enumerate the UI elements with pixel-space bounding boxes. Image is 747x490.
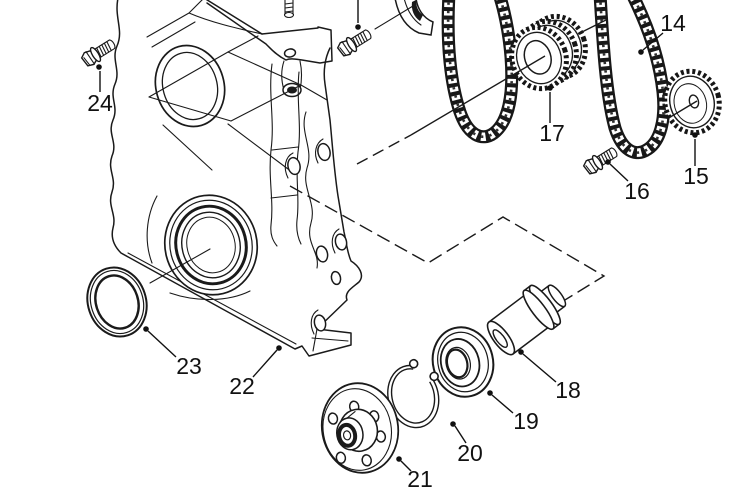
callout-23: 23 xyxy=(143,326,202,379)
idler-spacer-18 xyxy=(486,284,567,356)
sprocket-axis-lines xyxy=(356,19,698,165)
cover-bolt-holes xyxy=(284,138,348,335)
bracket-hole xyxy=(283,48,297,58)
callout-21: 21 xyxy=(396,456,433,490)
callout-label-19: 19 xyxy=(513,408,539,434)
chain-guide xyxy=(374,0,434,36)
callout-label-17: 17 xyxy=(539,120,565,146)
callout-19: 19 xyxy=(487,390,539,434)
timing-cover-22 xyxy=(109,0,363,357)
pulley-hub-21 xyxy=(320,382,400,474)
stud-top xyxy=(283,0,295,19)
callout-15: 15 xyxy=(683,132,709,189)
callout-16: 16 xyxy=(605,159,650,204)
callouts: 14 15 16 17 18 19 20 21 xyxy=(87,0,709,490)
callout-18: 18 xyxy=(518,349,581,403)
bolt-top-center xyxy=(335,25,375,60)
bolt-16 xyxy=(581,143,621,178)
callout-label-15: 15 xyxy=(683,163,709,189)
callout-20: 20 xyxy=(450,421,483,466)
callout-label-21: 21 xyxy=(407,466,433,490)
bolt-24 xyxy=(79,35,119,70)
timing-chain-14 xyxy=(593,0,671,160)
callout-14: 14 xyxy=(638,10,686,55)
bearing-19 xyxy=(431,326,495,398)
crankshaft-sprocket-17 xyxy=(509,13,588,92)
callout-17: 17 xyxy=(539,85,565,146)
callout-24: 24 xyxy=(87,64,113,116)
callout-top-cutoff xyxy=(355,0,361,30)
camshaft-sprocket-15 xyxy=(662,68,722,136)
callout-label-14: 14 xyxy=(660,10,686,36)
camshaft-bore xyxy=(154,44,226,128)
callout-label-18: 18 xyxy=(555,377,581,403)
crankshaft-front-seal-23 xyxy=(86,266,148,338)
callout-label-22: 22 xyxy=(229,373,255,399)
callout-label-23: 23 xyxy=(176,353,202,379)
snap-ring-20 xyxy=(387,358,440,429)
mounting-bracket xyxy=(206,2,333,98)
assembly-axis-dashed-line xyxy=(289,185,606,304)
crankshaft-seal-bore xyxy=(163,194,259,296)
callout-label-16: 16 xyxy=(624,178,650,204)
callout-22: 22 xyxy=(229,345,282,399)
callout-label-24: 24 xyxy=(87,90,113,116)
timing-chain-left-loop xyxy=(441,0,519,144)
callout-label-20: 20 xyxy=(457,440,483,466)
